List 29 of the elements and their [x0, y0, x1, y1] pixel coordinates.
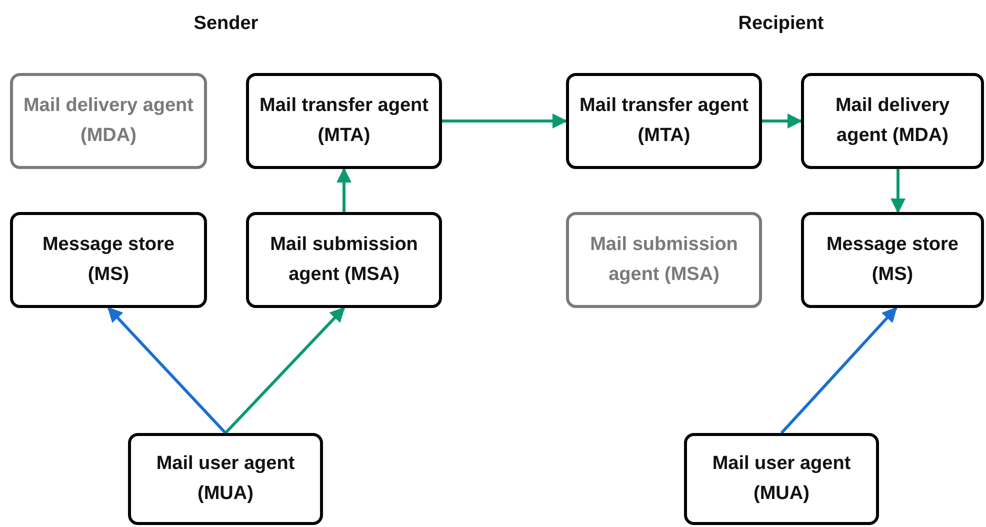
- agent-box: [801, 212, 984, 308]
- arrow: [442, 114, 568, 128]
- arrow: [107, 306, 227, 434]
- agent-name: Mail delivery agent (MDA): [834, 94, 951, 148]
- agent-box: [10, 212, 207, 308]
- agent-name: Mail user agent (MUA): [711, 452, 852, 506]
- column-heading: Recipient: [737, 12, 825, 36]
- agent-name: Mail transfer agent (MTA): [578, 94, 750, 148]
- agent-box: [246, 73, 442, 169]
- agent-name: Mail user agent (MUA): [155, 452, 296, 506]
- agent-box: [10, 73, 207, 169]
- column-heading: Sender: [192, 12, 260, 36]
- agent-box: [801, 73, 984, 169]
- arrow: [224, 306, 346, 434]
- arrow: [780, 306, 898, 434]
- agent-name: Message store (MS): [41, 233, 176, 287]
- agent-box: [566, 212, 762, 308]
- agent-name: Mail submission agent (MSA): [589, 233, 739, 287]
- agent-name: Mail delivery agent (MDA): [22, 94, 194, 148]
- agent-box: [246, 212, 442, 308]
- arrow: [762, 114, 802, 128]
- agent-name: Mail submission agent (MSA): [269, 233, 419, 287]
- agent-box: [128, 433, 323, 525]
- agent-name: Message store (MS): [825, 233, 960, 287]
- agent-box: [684, 433, 879, 525]
- arrow: [890, 169, 906, 214]
- agent-name: Mail transfer agent (MTA): [258, 94, 430, 148]
- arrow: [336, 168, 352, 212]
- agent-box: [566, 73, 762, 169]
